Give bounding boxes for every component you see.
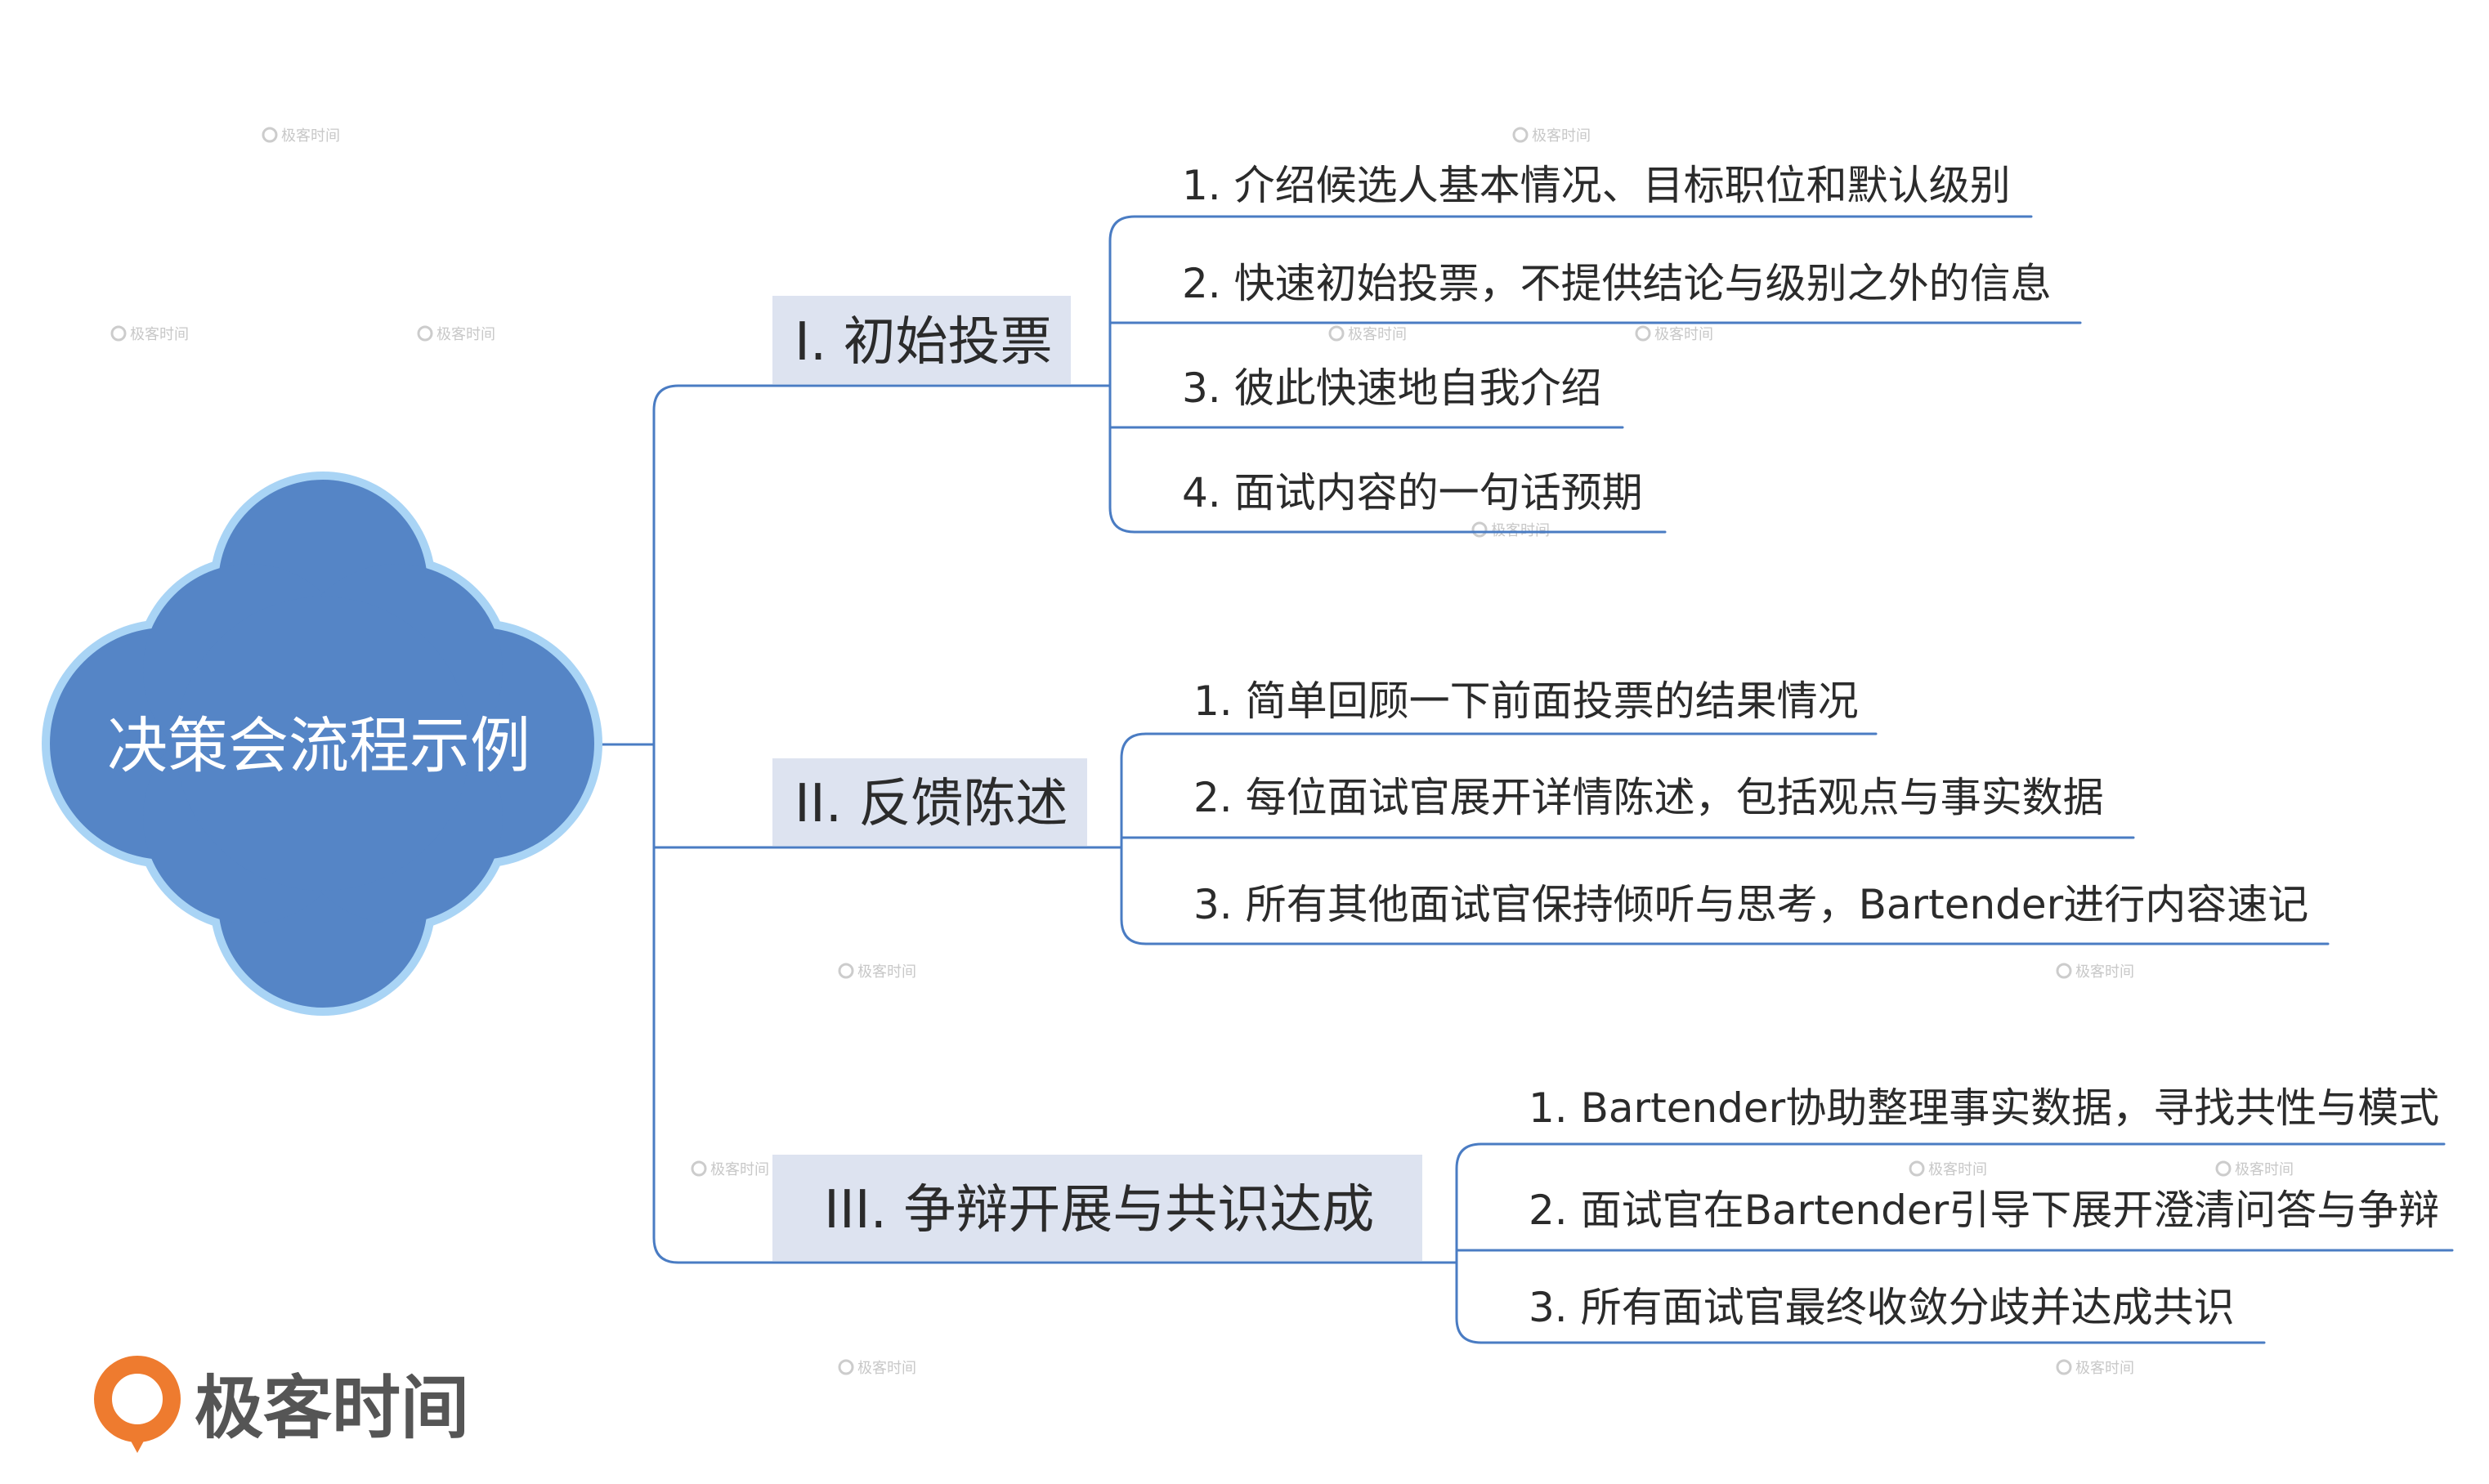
branch-1-item-1: 1. 介绍候选人基本情况、目标职位和默认级别 [1182, 162, 2011, 209]
watermark: 极客时间 [1635, 325, 1713, 343]
branch-1-item-4: 4. 面试内容的一句话预期 [1182, 469, 1643, 516]
svg-text:极客时间: 极客时间 [2235, 1161, 2294, 1178]
branch-1: I. 初始投票 1. 介绍候选人基本情况、目标职位和默认级别 2. 快速初始投票… [772, 162, 2052, 516]
watermark: 极客时间 [2056, 1359, 2134, 1377]
branch-2-item-1: 1. 简单回顾一下前面投票的结果情况 [1193, 677, 1859, 725]
geektime-logo-icon [94, 1356, 181, 1453]
branch-1-box [772, 296, 1071, 384]
branch-1-bracket [1108, 215, 1136, 534]
svg-text:极客时间: 极客时间 [1532, 127, 1591, 145]
watermark: 极客时间 [691, 1160, 769, 1178]
branch-3-label: III. 争辩开展与共识达成 [824, 1180, 1374, 1240]
root-title: 决策会流程示例 [107, 711, 530, 781]
branch-3-item-2: 2. 面试官在Bartender引导下展开澄清问答与争辩 [1529, 1187, 2439, 1234]
svg-text:极客时间: 极客时间 [1654, 326, 1713, 343]
branch-3: III. 争辩开展与共识达成 1. Bartender协助整理事实数据，寻找共性… [772, 1084, 2439, 1331]
branch-3-bracket [1455, 1142, 1483, 1344]
watermark: 极客时间 [417, 325, 495, 343]
svg-text:极客时间: 极客时间 [710, 1161, 769, 1178]
branch-1-item-2: 2. 快速初始投票，不提供结论与级别之外的信息 [1182, 260, 2052, 307]
brand-name: 极客时间 [195, 1368, 469, 1448]
connectors [591, 215, 2454, 1344]
branch-2-box [772, 758, 1087, 846]
svg-text:极客时间: 极客时间 [436, 326, 495, 343]
branch-1-label: I. 初始投票 [795, 312, 1053, 373]
watermark: 极客时间 [1328, 325, 1407, 343]
watermark: 极客时间 [838, 1359, 916, 1377]
watermark: 极客时间 [838, 963, 916, 981]
branch-2-label: II. 反馈陈述 [795, 774, 1068, 834]
branch-3-item-1: 1. Bartender协助整理事实数据，寻找共性与模式 [1529, 1084, 2439, 1132]
svg-text:极客时间: 极客时间 [130, 326, 189, 343]
watermark: 极客时间 [1909, 1160, 1987, 1178]
branch-2-item-3: 3. 所有其他面试官保持倾听与思考，Bartender进行内容速记 [1193, 881, 2308, 928]
watermark: 极客时间 [110, 325, 189, 343]
trunk-vertical-line [652, 384, 680, 1264]
svg-text:极客时间: 极客时间 [2075, 1360, 2134, 1377]
watermark-layer: 极客时间极客时间极客时间极客时间极客时间极客时间极客时间极客时间极客时间极客时间… [110, 127, 2294, 1377]
root-cloud-fill [50, 480, 594, 1008]
watermark: 极客时间 [1512, 127, 1591, 145]
branch-1-item-3: 3. 彼此快速地自我介绍 [1182, 364, 1602, 412]
branch-3-item-3: 3. 所有面试官最终收敛分歧并达成共识 [1529, 1284, 2235, 1331]
branch-3-box [772, 1155, 1422, 1261]
watermark: 极客时间 [2056, 963, 2134, 981]
branch-2: II. 反馈陈述 1. 简单回顾一下前面投票的结果情况 2. 每位面试官展开详情… [772, 677, 2308, 928]
brand-logo: 极客时间 [94, 1356, 469, 1453]
root-node: 决策会流程示例 [42, 472, 602, 1016]
svg-text:极客时间: 极客时间 [281, 127, 340, 145]
branch-2-item-2: 2. 每位面试官展开详情陈述，包括观点与事实数据 [1193, 774, 2104, 821]
svg-text:极客时间: 极客时间 [1928, 1161, 1987, 1178]
svg-text:极客时间: 极客时间 [857, 1360, 916, 1377]
svg-text:极客时间: 极客时间 [2075, 963, 2134, 981]
watermark: 极客时间 [262, 127, 340, 145]
svg-text:极客时间: 极客时间 [857, 963, 916, 981]
svg-text:极客时间: 极客时间 [1348, 326, 1407, 343]
watermark: 极客时间 [2215, 1160, 2294, 1178]
